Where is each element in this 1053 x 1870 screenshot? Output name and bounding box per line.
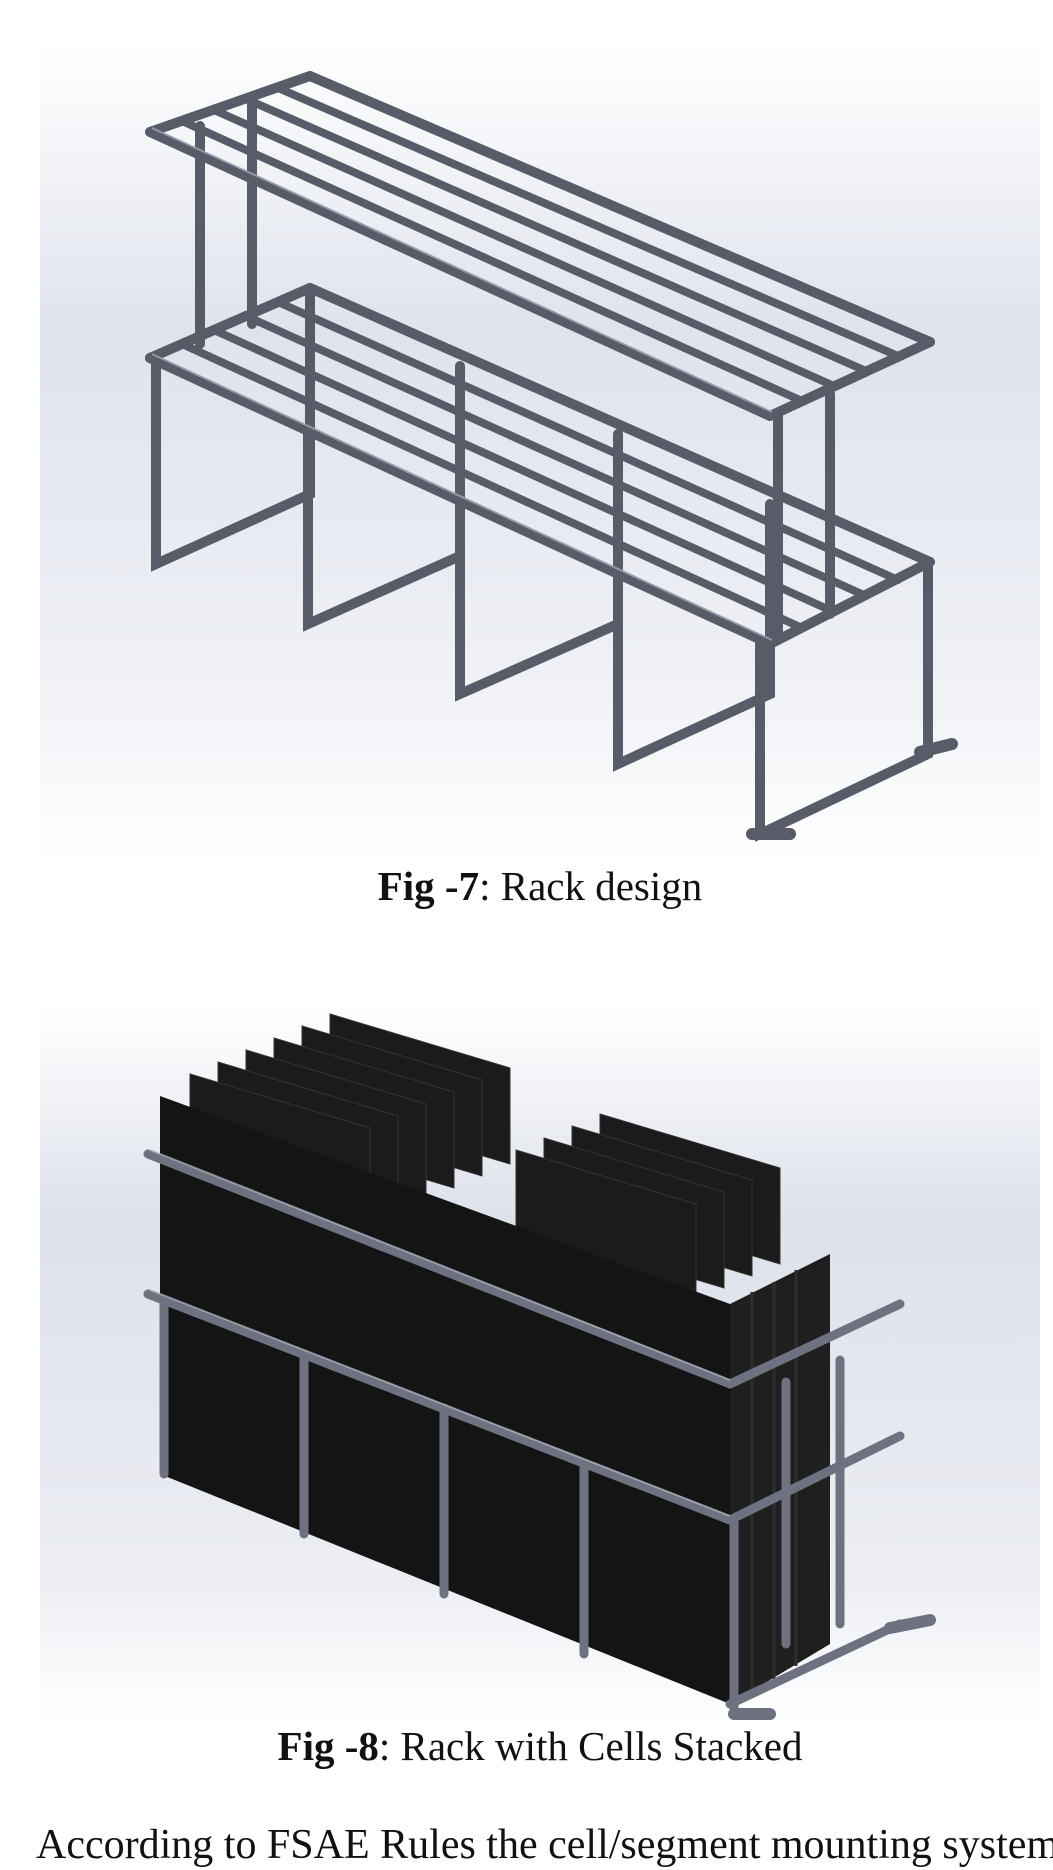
figure-rack-with-cells xyxy=(40,1004,1040,1722)
figure-caption-text: : Rack design xyxy=(479,863,703,909)
rack-frame-render xyxy=(40,44,1040,864)
figure-caption: Fig -7: Rack design xyxy=(0,862,1053,910)
rack-with-cells-render xyxy=(40,1004,1040,1722)
figure-caption: Fig -8: Rack with Cells Stacked xyxy=(0,1722,1053,1770)
figure-rack-design xyxy=(40,44,1040,864)
figure-label: Fig -7 xyxy=(377,863,480,909)
figure-label: Fig -8 xyxy=(277,1723,379,1769)
body-paragraph: According to FSAE Rules the cell/segment… xyxy=(36,1822,1053,1868)
figure-caption-text: : Rack with Cells Stacked xyxy=(378,1723,803,1769)
